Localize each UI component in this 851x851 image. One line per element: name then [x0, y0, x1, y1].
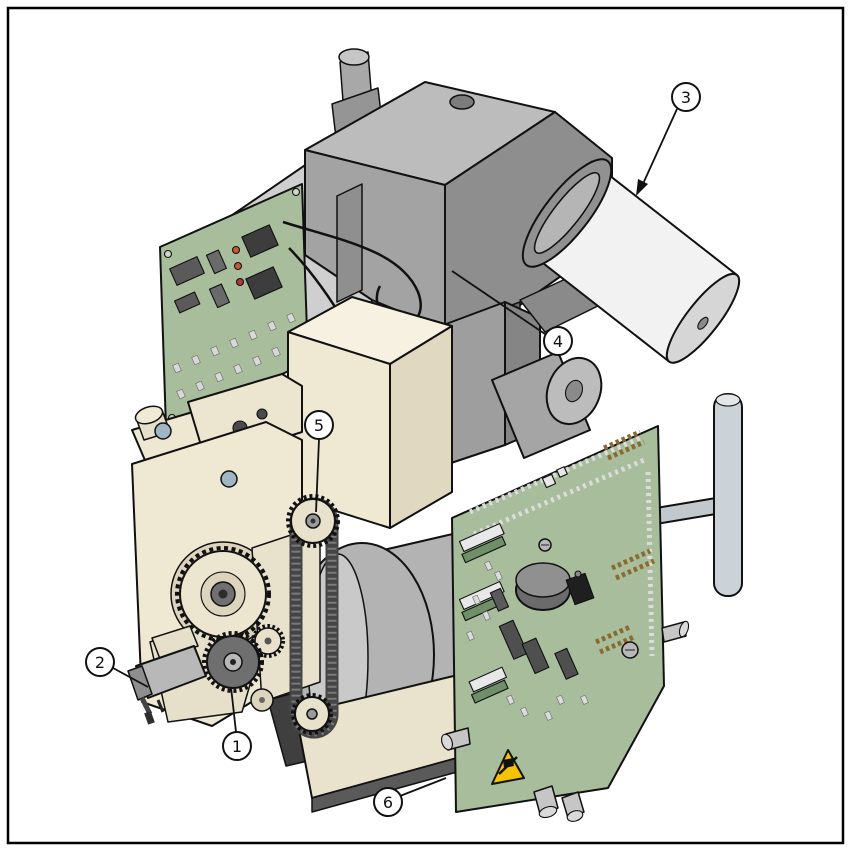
- callout-5: 5: [304, 410, 334, 440]
- roller-hub-hole: [697, 316, 709, 330]
- callout-1: 1: [222, 731, 252, 761]
- leader-4: [451, 270, 546, 335]
- callout-6: 6: [373, 787, 403, 817]
- pcb-right: [441, 425, 690, 822]
- pcb-right-board: [451, 425, 665, 813]
- callout-3-label: 3: [681, 88, 691, 107]
- callout-4: 4: [543, 326, 573, 356]
- machine-illustration: [127, 48, 743, 822]
- cover-hole: [449, 94, 475, 110]
- gear-train: [175, 494, 340, 739]
- standoff-pegs: [441, 620, 690, 822]
- leader-6: [399, 777, 447, 797]
- motor-shaft-tip: [144, 710, 155, 725]
- callout-4-label: 4: [553, 332, 563, 351]
- page-border: [6, 6, 845, 845]
- leader-3: [641, 108, 678, 187]
- relay-block: [241, 224, 279, 258]
- leader-5: [315, 438, 320, 513]
- relay-block: [245, 266, 283, 300]
- motor-flange: [491, 351, 603, 459]
- thumb-screw: [154, 422, 172, 440]
- callout-2-label: 2: [95, 653, 105, 672]
- callout-5-label: 5: [314, 416, 324, 435]
- leader-2: [112, 667, 149, 688]
- led-indicator: [235, 277, 245, 287]
- leader-1: [230, 686, 237, 733]
- pcb-left-components: [163, 187, 305, 423]
- cover-box-front: [287, 331, 391, 529]
- handle: [631, 393, 743, 597]
- thumb-screw: [220, 470, 238, 488]
- callouts: 1 2 3 4 5 6: [85, 82, 701, 817]
- led-indicator: [231, 245, 241, 255]
- center-cover-box: [287, 296, 453, 529]
- leader-3-arrowhead: [636, 179, 648, 196]
- transistor: [565, 572, 595, 606]
- led-indicator: [233, 261, 243, 271]
- callout-1-label: 1: [232, 737, 242, 756]
- callout-3: 3: [671, 82, 701, 112]
- callout-2: 2: [85, 647, 115, 677]
- pin-headers: [594, 429, 656, 655]
- screw-head: [256, 408, 268, 420]
- callout-6-label: 6: [383, 793, 393, 812]
- handle-bar: [713, 393, 743, 597]
- roller: [519, 158, 741, 364]
- pcb-left: [159, 183, 309, 429]
- pcb-right-components: [458, 429, 656, 785]
- callout-leader-lines: [112, 108, 678, 797]
